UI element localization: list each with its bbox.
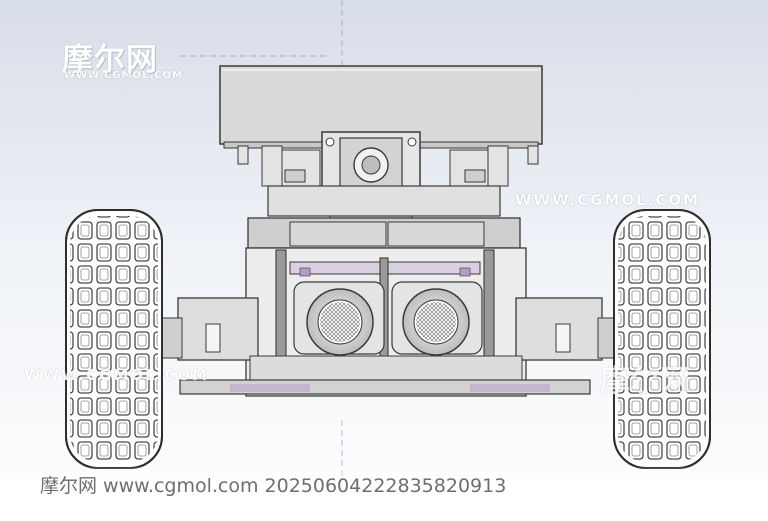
watermark-logo-right: 摩尔网: [600, 364, 690, 399]
watermark-logo-subtitle: WWW.CGMOL.COM: [64, 70, 184, 81]
wheel-left: [65, 209, 163, 469]
footer-caption: 摩尔网 www.cgmol.com 20250604222835820913: [40, 475, 507, 497]
watermark-logo: 摩尔网: [62, 42, 158, 78]
motor-right: [391, 281, 483, 356]
wheel-right: [613, 209, 711, 469]
bottom-plate: [179, 355, 591, 395]
watermark-url-right: WWW.CGMOL.COM: [515, 191, 701, 209]
axle-arms: [159, 297, 621, 361]
motor-left: [293, 281, 385, 356]
upper-brackets: [237, 145, 539, 187]
watermark-url-left: WWW.CGMOL.COM: [24, 366, 210, 384]
footer-strip: [0, 466, 768, 521]
